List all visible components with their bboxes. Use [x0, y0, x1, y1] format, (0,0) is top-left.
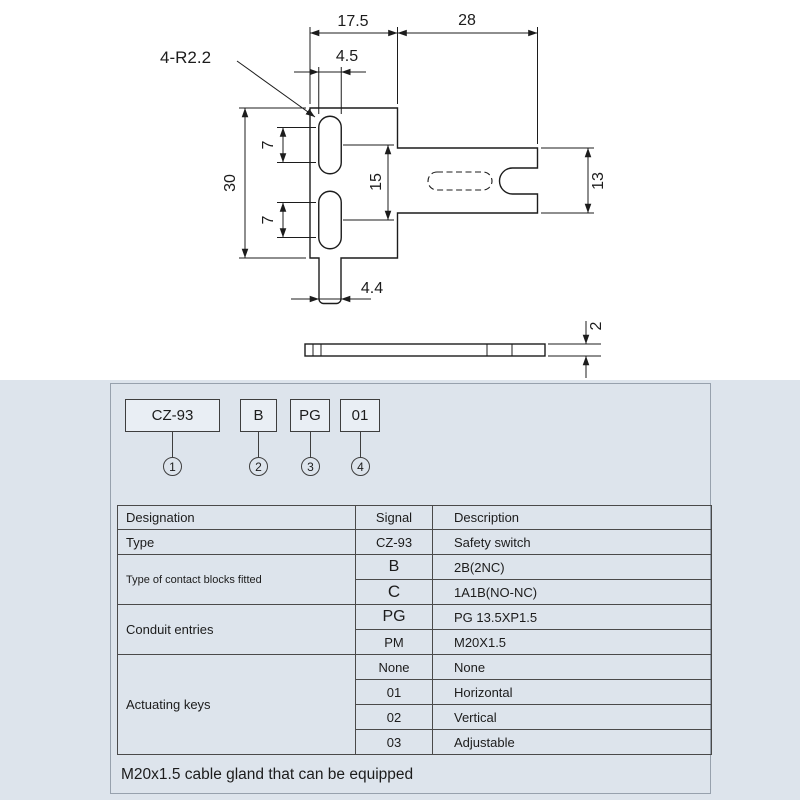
cell-signal: 01 — [355, 679, 433, 705]
part-outline — [309, 107, 539, 305]
dim-slot-length-top: 7 — [260, 140, 277, 149]
dim-slot-width: 4.5 — [336, 48, 358, 65]
connector-line-2 — [258, 432, 259, 457]
dim-28-lines — [397, 27, 538, 144]
cell-signal: C — [355, 579, 433, 605]
circled-number-3: 3 — [301, 457, 320, 476]
table-row: 02 Vertical — [118, 704, 712, 730]
cell-designation: Conduit entries — [117, 604, 356, 655]
circled-number-2: 2 — [249, 457, 268, 476]
designation-table: Designation Signal Description Type CZ-9… — [117, 505, 712, 755]
dim-arm-width: 13 — [590, 172, 607, 190]
dimension-lines — [236, 27, 601, 378]
circled-number-2-text: 2 — [255, 459, 262, 474]
dim-thickness: 2 — [588, 321, 605, 330]
cell-signal: None — [355, 654, 433, 680]
dim-plate-height: 30 — [222, 174, 239, 192]
table-row: Type CZ-93 Safety switch — [117, 529, 712, 555]
cell-signal: 03 — [355, 729, 433, 755]
cell-description: Vertical — [432, 704, 712, 730]
dim-30-lines — [239, 107, 306, 259]
technical-drawing-svg: 17.5 28 4-R2.2 4.5 30 7 7 15 13 4.4 2 — [160, 12, 607, 378]
dim-17-5-lines — [309, 27, 398, 104]
header-signal: Signal — [355, 505, 433, 530]
cell-description: Horizontal — [432, 679, 712, 705]
dim-arm-length: 28 — [458, 12, 476, 29]
cell-description: M20X1.5 — [432, 629, 712, 655]
connector-line-3 — [310, 432, 311, 457]
ordering-panel: CZ-93 B PG 01 1 2 3 4 — [0, 380, 800, 800]
slot-top — [318, 115, 342, 175]
dim-2-lines — [548, 321, 601, 378]
table-row: Type of contact blocks fitted B 2B(2NC) — [117, 554, 712, 605]
dimension-labels: 17.5 28 4-R2.2 4.5 30 7 7 15 13 4.4 2 — [160, 12, 607, 330]
cell-designation: Type of contact blocks fitted — [117, 554, 356, 605]
table-row: Actuating keys None None — [117, 654, 712, 755]
side-view — [304, 343, 546, 357]
front-view — [309, 107, 539, 305]
table-row: C 1A1B(NO-NC) — [118, 579, 712, 605]
dim-radius-callout: 4-R2.2 — [160, 48, 211, 67]
connector-line-1 — [172, 432, 173, 457]
cell-designation: Actuating keys — [117, 654, 356, 755]
cell-description: 2B(2NC) — [432, 554, 712, 580]
designation-box-contacts-label: B — [253, 407, 264, 424]
table-row: Conduit entries PG PG 13.5XP1.5 — [117, 604, 712, 655]
dim-slot-length-bottom: 7 — [260, 215, 277, 224]
side-view-strip — [304, 343, 546, 357]
circled-number-4: 4 — [351, 457, 370, 476]
table-header-row: Designation Signal Description — [117, 505, 712, 530]
dim-13-lines — [541, 147, 594, 214]
cell-description: PG 13.5XP1.5 — [432, 604, 712, 630]
circled-number-1-text: 1 — [169, 459, 176, 474]
cell-signal: CZ-93 — [355, 529, 433, 555]
connector-line-4 — [360, 432, 361, 457]
dim-tab-width: 4.4 — [361, 280, 383, 297]
dim-15-lines — [343, 144, 394, 221]
table-row: 03 Adjustable — [118, 729, 712, 755]
header-description: Description — [432, 505, 712, 530]
cell-designation: Type — [117, 529, 356, 555]
slot-bottom — [318, 190, 342, 250]
cell-signal: 02 — [355, 704, 433, 730]
designation-box-key-label: 01 — [351, 407, 369, 424]
cell-description: None — [432, 654, 712, 680]
dim-4-5-lines — [294, 67, 366, 114]
dim-7-bottom-lines — [277, 202, 316, 238]
designation-box-key: 01 — [340, 399, 380, 432]
circled-number-3-text: 3 — [307, 459, 314, 474]
drawing-area: 17.5 28 4-R2.2 4.5 30 7 7 15 13 4.4 2 — [0, 0, 800, 380]
header-designation: Designation — [117, 505, 356, 530]
circled-number-1: 1 — [163, 457, 182, 476]
cell-signal: PM — [355, 629, 433, 655]
cell-signal: PG — [355, 604, 433, 630]
designation-box-conduit: PG — [290, 399, 330, 432]
dim-plate-width: 17.5 — [337, 13, 368, 30]
designation-box-contacts: B — [240, 399, 277, 432]
circled-number-4-text: 4 — [357, 459, 364, 474]
designation-box-conduit-label: PG — [299, 407, 321, 424]
hidden-slot — [427, 171, 493, 191]
radius-leader-line — [236, 60, 316, 118]
panel-caption: M20x1.5 cable gland that can be equipped — [121, 766, 414, 783]
cell-signal: B — [355, 554, 433, 580]
cell-description: 1A1B(NO-NC) — [432, 579, 712, 605]
cell-description: Adjustable — [432, 729, 712, 755]
dim-7-top-lines — [277, 127, 316, 163]
cell-description: Safety switch — [432, 529, 712, 555]
dim-slot-spacing: 15 — [368, 173, 385, 191]
designation-box-model-label: CZ-93 — [151, 407, 194, 424]
designation-box-model: CZ-93 — [125, 399, 220, 432]
